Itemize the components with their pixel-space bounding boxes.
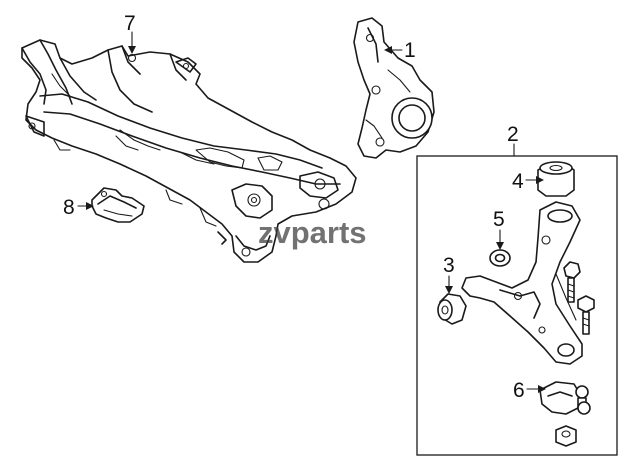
washer[interactable] [489, 249, 511, 267]
assembly-frame [416, 155, 618, 456]
nut[interactable] [555, 425, 577, 447]
leader-lines [77, 31, 546, 393]
callout-7: 7 [124, 12, 136, 35]
callout-5: 5 [493, 208, 505, 231]
bracket[interactable] [91, 187, 145, 223]
ball-joint[interactable] [539, 381, 591, 415]
crossmember[interactable] [21, 39, 357, 263]
lower-control-arm[interactable] [461, 201, 583, 365]
watermark: zvparts [258, 215, 367, 250]
bolt-upper[interactable] [563, 261, 581, 303]
front-bushing[interactable] [437, 293, 467, 325]
rear-bushing[interactable] [537, 161, 575, 197]
callout-3: 3 [443, 254, 455, 277]
callout-4: 4 [512, 170, 524, 193]
bolt-lower[interactable] [577, 295, 595, 335]
steering-knuckle[interactable] [353, 17, 435, 159]
callout-6: 6 [513, 379, 525, 402]
callout-2: 2 [507, 123, 519, 146]
callout-1: 1 [404, 39, 416, 62]
callout-8: 8 [63, 196, 75, 219]
